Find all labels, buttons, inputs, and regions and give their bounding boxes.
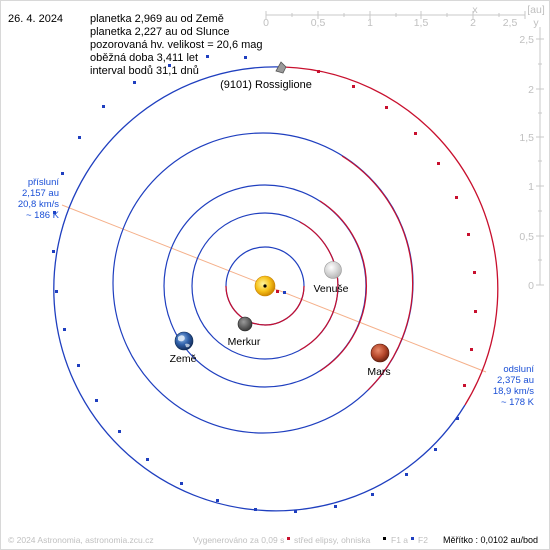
asteroid-orbit-red <box>283 66 499 406</box>
aphelion-speed: 18,9 km/s <box>493 386 534 397</box>
asteroid-orbit <box>53 66 499 512</box>
x-tick-3: 1,5 <box>414 17 429 29</box>
perihelion-info: přísluní 2,157 au 20,8 km/s ~ 186 K <box>18 177 60 221</box>
y-tick-3: 1 <box>528 181 534 193</box>
perihelion-distance: 2,157 au <box>22 188 59 199</box>
x-tick-2: 1 <box>367 17 373 29</box>
y-tick-4: 0,5 <box>519 231 534 243</box>
asteroid-orbit-dots <box>52 55 477 513</box>
legend-f2: F2 <box>418 535 428 545</box>
asteroid-name: (9101) Rossiglione <box>220 79 312 91</box>
legend-center: střed elipsy, ohniska <box>294 535 371 545</box>
scale-axes <box>265 11 544 286</box>
perihelion-speed: 20,8 km/s <box>18 199 59 210</box>
venus <box>324 261 342 279</box>
aphelion-info: odsluní 2,375 au 18,9 km/s ~ 178 K <box>493 364 535 408</box>
scale-text: Měřítko : 0,0102 au/bod <box>443 535 538 545</box>
x-tick-5: 2,5 <box>503 17 518 29</box>
generated-text: Vygenerováno za 0,09 s <box>193 535 284 545</box>
scale-unit: [au] <box>527 4 545 16</box>
earth-label: Země <box>170 353 197 365</box>
f1-legend-swatch <box>383 537 386 540</box>
asteroid-orbit-blue <box>53 66 466 512</box>
mars <box>370 343 390 363</box>
planet-orbits <box>112 132 414 434</box>
y-tick-1: 2 <box>528 84 534 96</box>
footer: © 2024 Astronomia, astronomia.zcu.cz Vyg… <box>8 535 428 545</box>
x-axis-label: x <box>472 4 478 16</box>
f2-legend-swatch <box>411 537 414 540</box>
foci-markers <box>276 290 286 294</box>
legend-f1: F1 a <box>391 535 408 545</box>
info-block: planetka 2,969 au od Země planetka 2,227… <box>90 13 263 77</box>
y-tick-2: 1,5 <box>519 132 534 144</box>
center-legend-swatch <box>287 537 290 540</box>
x-tick-0: 0 <box>263 17 269 29</box>
mercury <box>237 316 253 332</box>
x-tick-4: 2 <box>470 17 476 29</box>
mercury-label: Merkur <box>228 336 261 348</box>
y-tick-5: 0 <box>528 280 534 292</box>
info-line: planetka 2,227 au od Slunce <box>90 26 229 38</box>
perihelion-temperature: ~ 186 K <box>26 210 60 221</box>
sun <box>254 275 276 297</box>
info-line: interval bodů 31,1 dnů <box>90 65 199 77</box>
info-line: oběžná doba 3,411 let <box>90 52 198 64</box>
scale-labels: 0 0,5 1 1,5 2 2,5 x [au] 2,5 2 1,5 1 0,5… <box>263 4 545 292</box>
aphelion-label: odsluní <box>503 364 534 375</box>
date: 26. 4. 2024 <box>8 13 63 25</box>
mars-label: Mars <box>367 366 390 378</box>
earth <box>174 331 194 351</box>
info-line: pozorovaná hv. velikost = 20,6 mag <box>90 39 263 51</box>
copyright-text: © 2024 Astronomia, astronomia.zcu.cz <box>8 535 154 545</box>
venus-label: Venuše <box>313 283 348 295</box>
aphelion-distance: 2,375 au <box>497 375 534 386</box>
aphelion-temperature: ~ 178 K <box>501 397 535 408</box>
asteroid-marker <box>275 61 287 74</box>
x-tick-1: 0,5 <box>311 17 326 29</box>
perihelion-label: přísluní <box>28 177 60 188</box>
y-tick-0: 2,5 <box>519 34 534 46</box>
y-axis-label: y <box>533 17 539 29</box>
info-line: planetka 2,969 au od Země <box>90 13 224 25</box>
